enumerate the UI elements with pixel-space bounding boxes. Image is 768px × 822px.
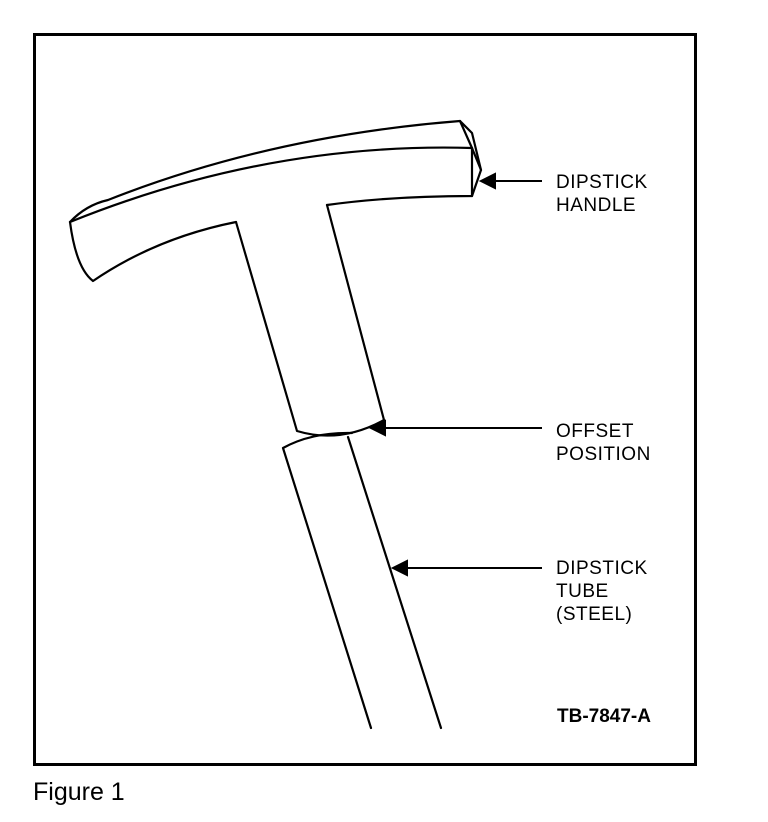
tube-label: DIPSTICK TUBE (STEEL) [556,557,648,626]
offset-label-line1: OFFSET [556,421,634,442]
reference-code: TB-7847-A [557,706,651,727]
handle-shaft [234,203,386,437]
handle-label-line2: HANDLE [556,195,637,216]
offset-arrow-icon [368,419,386,437]
handle-top-face [68,119,474,224]
tube-label-line2: TUBE [556,581,609,602]
dipstick-tube [281,431,443,730]
figure-frame [33,33,697,766]
offset-label-line2: POSITION [556,444,651,465]
tube-label-line1: DIPSTICK [556,558,648,579]
figure-caption: Figure 1 [33,778,125,806]
tube-arrow-icon [390,559,408,577]
handle-arrow-icon [478,172,496,190]
handle-front-face [68,146,474,283]
offset-label: OFFSET POSITION [556,420,651,466]
tube-label-line3: (STEEL) [556,604,633,625]
handle-label: DIPSTICK HANDLE [556,171,648,217]
handle-end-face [458,119,483,198]
handle-label-line1: DIPSTICK [556,172,648,193]
